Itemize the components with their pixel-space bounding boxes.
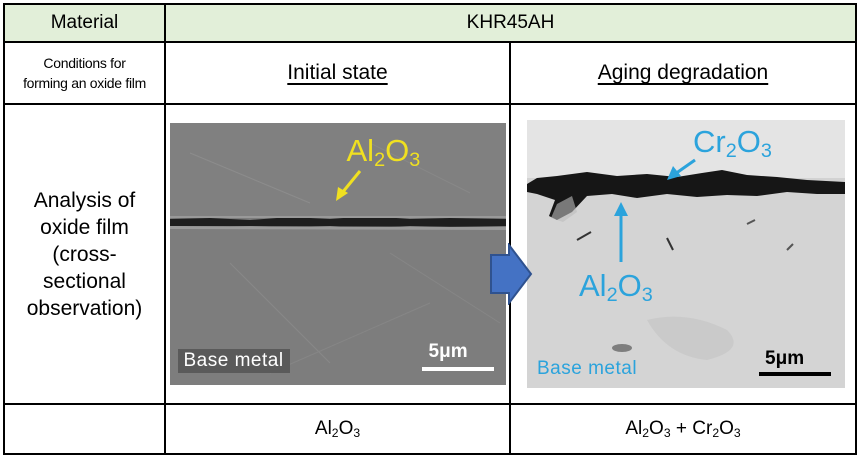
analysis-line4: sectional <box>43 269 126 293</box>
material-label: Material <box>50 12 119 33</box>
header-row: Material KHR45AH <box>3 3 857 43</box>
conditions-label-line1: Conditions for <box>43 55 126 71</box>
aging-micrograph-texture <box>527 120 845 388</box>
aging-result-formula: Al2O3 + Cr2O3 <box>625 418 741 441</box>
initial-state-cell: Initial state <box>164 41 511 105</box>
initial-micrograph-cell: Al2O3 Base metal 5μm <box>164 103 533 405</box>
aging-micrograph: Cr2O3 Al2O3 Base metal 5μm <box>527 120 845 388</box>
conditions-label-cell: Conditions for forming an oxide film <box>3 41 166 105</box>
material-value-header: KHR45AH <box>164 3 857 43</box>
initial-oxide-arrow <box>335 170 361 201</box>
aging-micrograph-cell: Cr2O3 Al2O3 Base metal 5μm <box>509 103 857 405</box>
initial-base-metal-label: Base metal <box>177 349 290 373</box>
analysis-line2: oxide film <box>40 215 129 239</box>
initial-state-title: Initial state <box>287 61 388 84</box>
initial-micrograph-texture <box>169 123 506 385</box>
aging-base-metal-label: Base metal <box>537 358 638 379</box>
aging-oxide-arrows <box>614 158 696 262</box>
analysis-label-cell: Analysis of oxide film (cross- sectional… <box>3 103 166 405</box>
material-value: KHR45AH <box>466 12 555 33</box>
comparison-table: Material KHR45AH Conditions for forming … <box>3 3 857 455</box>
initial-oxide-label: Al2O3 <box>346 133 421 171</box>
initial-result-cell: Al2O3 <box>164 403 511 455</box>
aging-result-cell: Al2O3 + Cr2O3 <box>509 403 857 455</box>
result-label-empty <box>3 403 166 455</box>
analysis-line5: observation) <box>26 296 143 320</box>
initial-micrograph: Al2O3 Base metal 5μm <box>169 123 506 385</box>
initial-scale-label: 5μm <box>428 341 468 362</box>
conditions-label-line2: forming an oxide film <box>23 75 146 91</box>
aging-cr-oxide-label: Cr2O3 <box>693 124 772 162</box>
aging-scale-label: 5μm <box>765 348 805 369</box>
analysis-row: Analysis of oxide film (cross- sectional… <box>3 103 857 405</box>
aging-degradation-title: Aging degradation <box>597 61 769 84</box>
aging-scale-bar <box>759 372 831 376</box>
analysis-line3: (cross- <box>52 242 117 266</box>
initial-scale-bar <box>421 367 494 371</box>
aging-cell: Aging degradation <box>509 41 857 105</box>
initial-result-formula: Al2O3 <box>314 418 361 441</box>
transition-arrow-icon <box>490 243 533 305</box>
result-row: Al2O3 Al2O3 + Cr2O3 <box>3 403 857 455</box>
aging-al-oxide-label: Al2O3 <box>579 268 653 306</box>
analysis-line1: Analysis of <box>33 188 136 212</box>
material-header: Material <box>3 3 166 43</box>
conditions-row: Conditions for forming an oxide film Ini… <box>3 41 857 105</box>
